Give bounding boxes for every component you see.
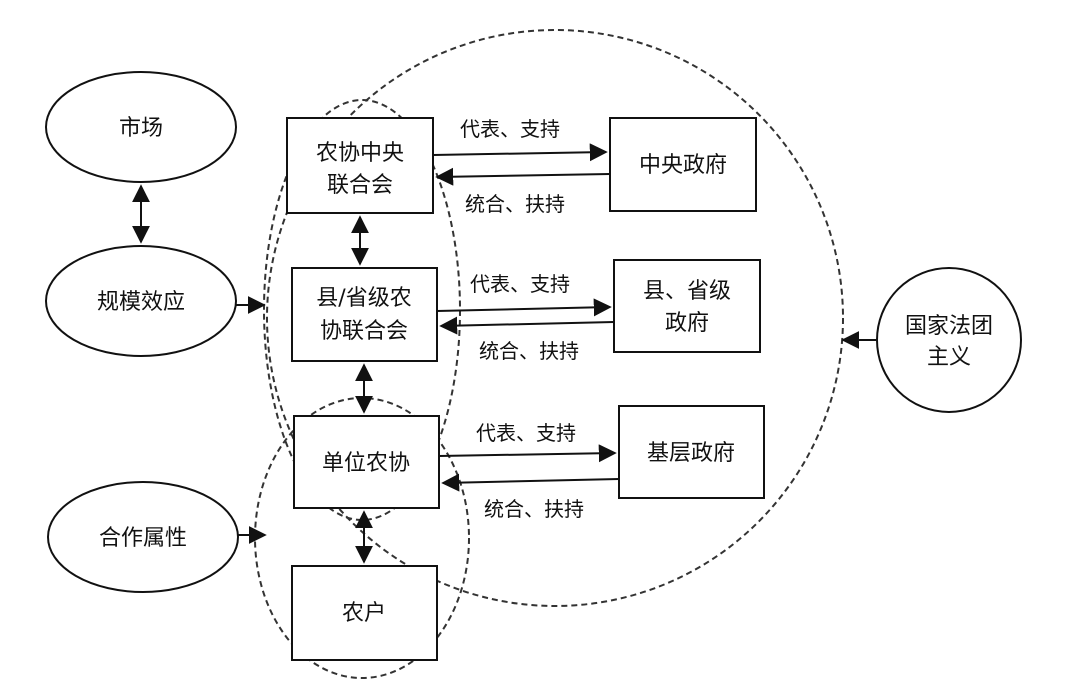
central-represent-label: 代表、支持 bbox=[460, 117, 560, 141]
central-represent-arrow bbox=[432, 143, 608, 162]
market-label: 市场 bbox=[119, 116, 163, 141]
provincial-union-label-line2: 协联合会 bbox=[320, 319, 408, 344]
farmer-node bbox=[291, 565, 438, 661]
provincial-represent-arrow bbox=[436, 298, 612, 317]
unit-coop-node bbox=[293, 415, 440, 509]
provincial-government-label-line2: 政府 bbox=[665, 311, 709, 336]
state-corporatism-label-line1: 国家法团 bbox=[905, 314, 993, 339]
central-integrate-label: 统合、扶持 bbox=[465, 192, 565, 216]
scale-effect-node bbox=[45, 245, 237, 357]
farmer-label: 农户 bbox=[342, 601, 386, 626]
market-node bbox=[45, 71, 237, 183]
central-union-label-line2: 联合会 bbox=[327, 173, 393, 198]
central-government-node bbox=[609, 117, 757, 212]
provincial-government-label-line1: 县、省级 bbox=[643, 279, 731, 304]
unit-integrate-label: 统合、扶持 bbox=[484, 497, 584, 521]
state-corporatism-node bbox=[876, 267, 1022, 413]
local-government-node bbox=[618, 405, 765, 499]
provincial-represent-label: 代表、支持 bbox=[470, 272, 570, 296]
unit-coop-label: 单位农协 bbox=[322, 451, 410, 476]
coop-attribute-node bbox=[47, 481, 239, 593]
local-government-label: 基层政府 bbox=[647, 441, 735, 466]
state-corporatism-label-line2: 主义 bbox=[927, 345, 971, 370]
central-integrate-arrow bbox=[435, 167, 611, 186]
unit-represent-label: 代表、支持 bbox=[476, 421, 576, 445]
unit-integrate-arrow bbox=[441, 473, 620, 492]
provincial-union-label-line1: 县/省级农 bbox=[316, 286, 411, 311]
state-boundary-circle bbox=[266, 29, 844, 607]
provincial-integrate-arrow bbox=[439, 316, 615, 335]
provincial-government-node bbox=[613, 259, 761, 353]
central-union-node bbox=[286, 117, 434, 214]
unit-represent-arrow bbox=[438, 444, 617, 463]
coop-attribute-label: 合作属性 bbox=[99, 526, 187, 551]
central-government-label: 中央政府 bbox=[639, 153, 727, 178]
provincial-union-node bbox=[291, 267, 438, 362]
central-union-label-line1: 农协中央 bbox=[316, 141, 404, 166]
scale-effect-label: 规模效应 bbox=[97, 290, 185, 315]
provincial-integrate-label: 统合、扶持 bbox=[479, 339, 579, 363]
